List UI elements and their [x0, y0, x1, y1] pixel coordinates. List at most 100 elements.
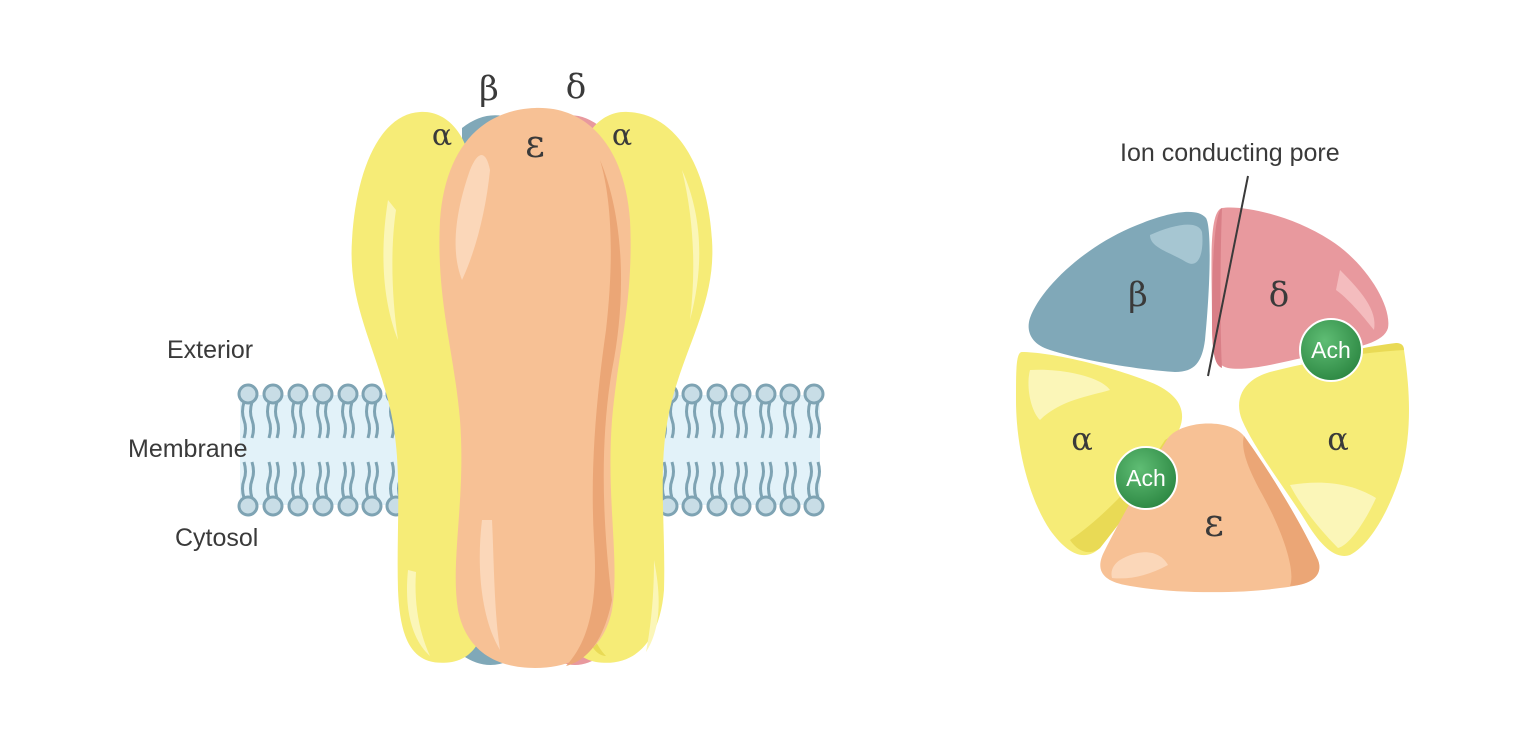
lipid-head [681, 383, 703, 405]
lipid-head [803, 383, 825, 405]
lipid-heads-bottom [237, 461, 825, 517]
lipid-head [262, 383, 284, 405]
alpha-left-highlight [383, 200, 398, 340]
lipid-tail [669, 461, 675, 499]
alpha-left-highlight-top [1028, 369, 1110, 420]
lipid-tail [365, 461, 371, 499]
lipid-bilayer [237, 383, 825, 517]
lipid-tail [693, 401, 699, 439]
epsilon-highlight-low [479, 520, 500, 650]
lipid-tail [266, 401, 272, 439]
membrane-label: Membrane [128, 435, 248, 463]
lipid-head [803, 495, 825, 517]
lipid-tail [815, 461, 821, 499]
exterior-label: Exterior [167, 336, 253, 364]
lipid-tail [783, 401, 789, 439]
lipid-head [755, 495, 777, 517]
alpha-left-label-side: α [432, 118, 452, 153]
alpha-right-label-side: α [612, 118, 632, 153]
lipid-tail [291, 461, 297, 499]
lipid-head [730, 383, 752, 405]
lipid-head [262, 495, 284, 517]
lipid-tail [767, 401, 773, 439]
pore-label: Ion conducting pore [1120, 139, 1340, 167]
lipid-head [237, 383, 259, 405]
lipid-tail [373, 401, 379, 439]
lipid-tail [341, 461, 347, 499]
lipid-head [681, 495, 703, 517]
ach-molecule-icon [1299, 318, 1363, 382]
lipid-tail [791, 401, 797, 439]
alpha-right-highlight-top [1290, 482, 1376, 548]
ach-binding-site-left: Ach [1114, 446, 1178, 510]
lipid-tail [734, 461, 740, 499]
epsilon-highlight-top [1111, 552, 1168, 579]
lipid-head [312, 495, 334, 517]
lipid-tail [241, 461, 247, 499]
lipid-tail [693, 461, 699, 499]
lipid-tail [249, 461, 255, 499]
lipid-tail [734, 401, 740, 439]
epsilon-label-top: ε [1204, 501, 1224, 545]
delta-shade [1212, 208, 1222, 368]
lipid-head [361, 495, 383, 517]
cytosol-label: Cytosol [175, 524, 258, 552]
lipid-head [361, 383, 383, 405]
delta-highlight [1336, 270, 1375, 330]
lipid-tail [767, 461, 773, 499]
lipid-tail [669, 401, 675, 439]
lipid-tail [299, 461, 305, 499]
lipid-tail [759, 461, 765, 499]
lipid-tail [815, 401, 821, 439]
beta-subunit-top [1028, 211, 1210, 372]
lipid-head [287, 383, 309, 405]
lipid-tail [791, 461, 797, 499]
lipid-head [312, 383, 334, 405]
epsilon-label-side: ε [525, 122, 545, 166]
lipid-head [237, 495, 259, 517]
beta-label-top: β [1128, 275, 1148, 315]
lipid-tail [316, 461, 322, 499]
alpha-left-label-top: α [1071, 420, 1093, 458]
lipid-head [730, 495, 752, 517]
lipid-tail [718, 401, 724, 439]
ach-label: Ach [1311, 337, 1351, 363]
lipid-tail [742, 401, 748, 439]
side-view: β δ α ε α Exterior Membrane Cytosol [128, 67, 825, 669]
delta-label-top: δ [1269, 275, 1289, 315]
lipid-tail [389, 461, 395, 499]
alpha-right-highlight-low [646, 560, 659, 652]
lipid-head [706, 383, 728, 405]
lipid-tail [759, 401, 765, 439]
lipid-tail [661, 461, 667, 499]
epsilon-highlight [455, 155, 490, 280]
lipid-tail [349, 401, 355, 439]
lipid-tail [373, 461, 379, 499]
lipid-head [779, 383, 801, 405]
lipid-head [287, 495, 309, 517]
lipid-tail [710, 401, 716, 439]
beta-label-side: β [479, 69, 499, 109]
lipid-tail [807, 401, 813, 439]
alpha-left-highlight-low [406, 570, 430, 656]
lipid-tail [685, 401, 691, 439]
lipid-tail [341, 401, 347, 439]
lipid-tail [710, 461, 716, 499]
lipid-head [337, 383, 359, 405]
lipid-tail [324, 461, 330, 499]
lipid-tail [299, 401, 305, 439]
lipid-tail [365, 401, 371, 439]
lipid-tail [324, 401, 330, 439]
lipid-tail [316, 401, 322, 439]
lipid-tail [274, 401, 280, 439]
lipid-tail [742, 461, 748, 499]
lipid-head [337, 495, 359, 517]
alpha-right-highlight [682, 170, 700, 320]
ach-binding-site-right: Ach [1299, 318, 1363, 382]
lipid-tail [685, 461, 691, 499]
lipid-tail [783, 461, 789, 499]
ach-molecule-icon [1114, 446, 1178, 510]
top-view: Ion conducting pore β δ α α ε Ach Ach [1016, 139, 1409, 593]
